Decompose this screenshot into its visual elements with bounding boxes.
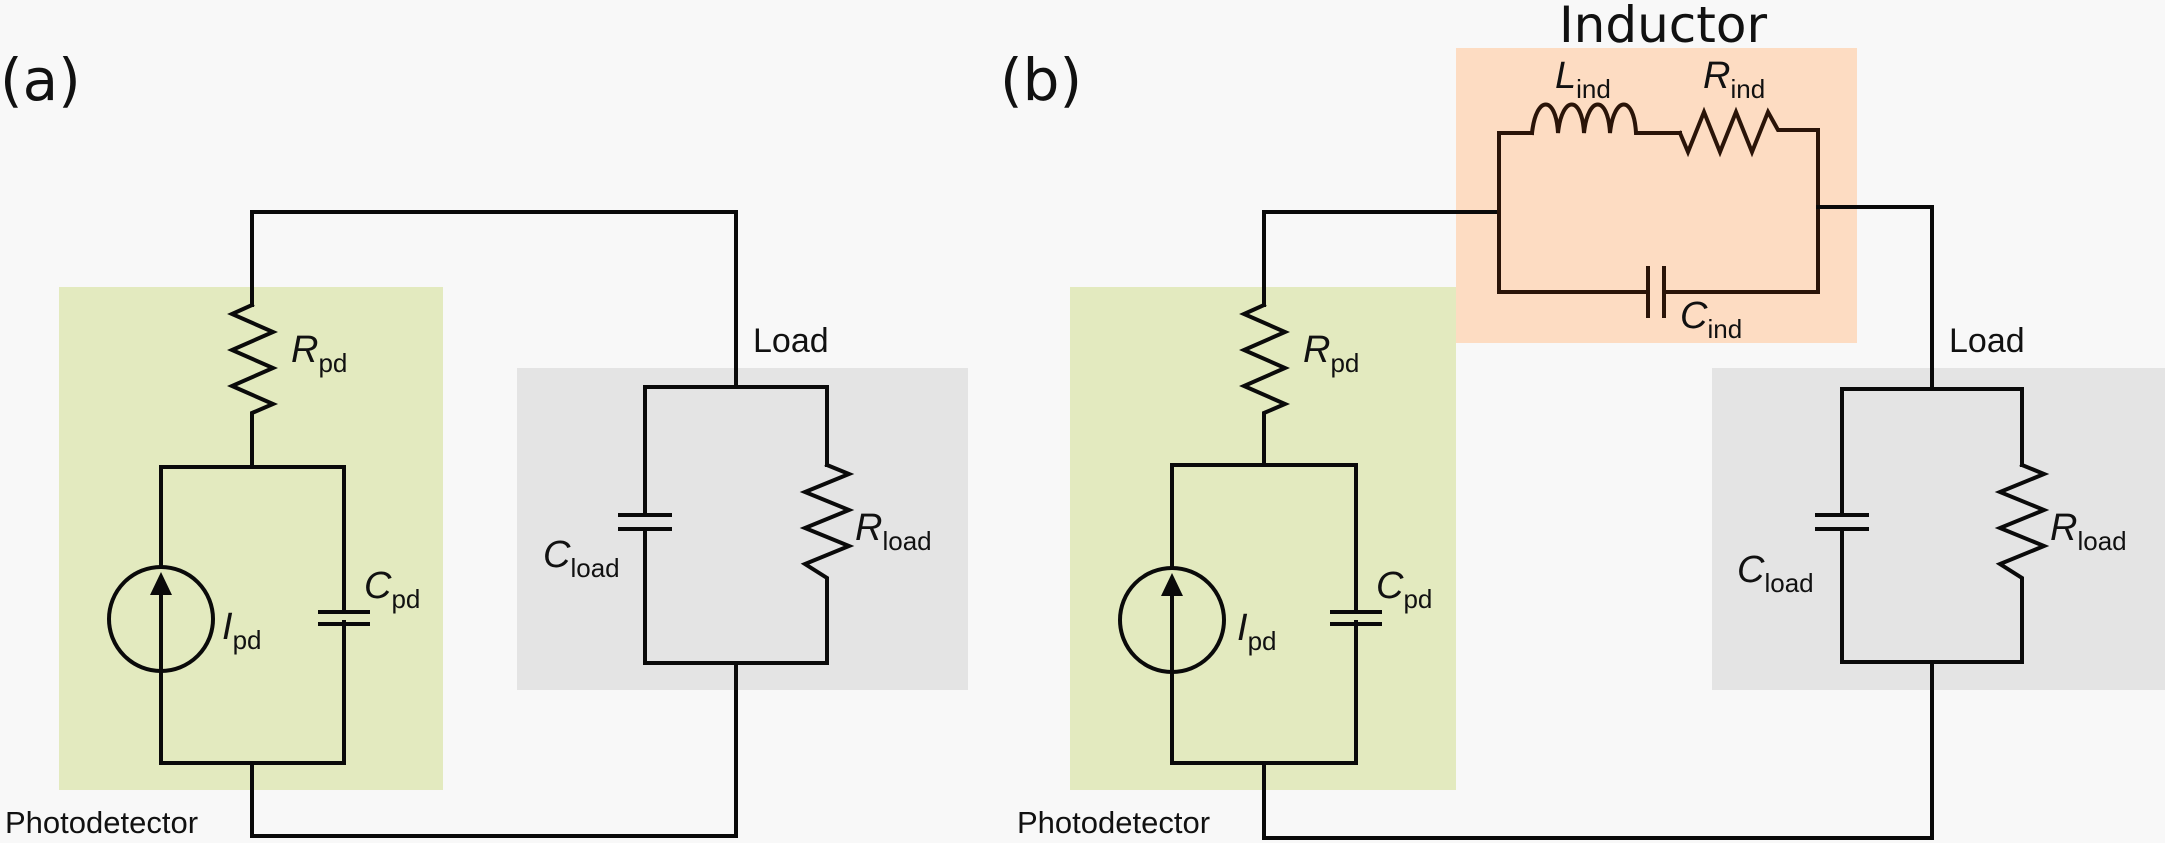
load-box-a (517, 368, 968, 690)
ind-loop-bottom-b (1497, 210, 1820, 294)
bottom-wire-b (1262, 660, 1934, 840)
panel-b: (b) Inductor Rpd Ipd Cpd Lind (1000, 0, 2165, 840)
pd-loop-top-a (159, 465, 346, 614)
label-rpd-a: Rpd (291, 329, 347, 378)
current-arrow-head-b (1161, 573, 1183, 596)
label-load-title-a: Load (753, 322, 829, 360)
label-photodetector-b: Photodetector (1017, 805, 1210, 840)
resistor-rload-a (643, 462, 855, 665)
label-lind-b: Lind (1555, 55, 1611, 104)
label-cind-b: Cind (1680, 295, 1742, 344)
label-rind-b: Rind (1703, 55, 1765, 104)
resistor-rind-b (1677, 106, 1820, 294)
top-wire-right-b (1816, 205, 1934, 391)
inductor-coil-lind-b (1529, 102, 1682, 136)
top-wire-left-b (1262, 210, 1501, 307)
panel-label-a: (a) (0, 46, 81, 114)
photodetector-box-a (59, 287, 443, 790)
label-ipd-b: Ipd (1237, 607, 1276, 656)
label-load-title-b: Load (1949, 322, 2025, 360)
photodetector-box-b (1070, 287, 1456, 790)
label-cload-b: Cload (1737, 549, 1814, 598)
bottom-wire-a (250, 661, 738, 838)
label-ipd-a: Ipd (222, 606, 261, 655)
label-inductor-title-b: Inductor (1559, 0, 1768, 54)
top-wire-a (250, 210, 738, 389)
resistor-rpd-a (227, 302, 279, 469)
label-rpd-b: Rpd (1303, 329, 1359, 378)
label-rload-b: Rload (2050, 507, 2127, 556)
label-cpd-b: Cpd (1376, 565, 1432, 614)
label-rload-a: Rload (855, 507, 932, 556)
capacitor-cpd-b (1330, 610, 1382, 626)
panel-a: (a) Rpd Ipd Cpd Load Cload Rload Photode… (0, 46, 968, 840)
label-photodetector-a: Photodetector (5, 805, 198, 840)
resistor-rpd-b (1239, 302, 1291, 467)
load-box-b (1712, 368, 2165, 690)
capacitor-cload-b (1815, 513, 1869, 531)
ind-loop-left-top-b (1497, 131, 1534, 214)
capacitor-cpd-a (318, 610, 370, 626)
label-cload-a: Cload (543, 534, 620, 583)
capacitor-cload-a (618, 513, 672, 531)
pd-loop-top-b (1170, 463, 1358, 614)
capacitor-cind-b (1646, 266, 1666, 318)
label-cpd-a: Cpd (364, 565, 420, 614)
panel-label-b: (b) (1000, 46, 1082, 114)
load-loop-top-b (1840, 387, 2024, 517)
resistor-rload-b (1840, 462, 2050, 664)
inductor-box-b (1456, 48, 1857, 343)
load-loop-top-a (643, 385, 829, 517)
current-arrow-head-a (150, 572, 172, 595)
